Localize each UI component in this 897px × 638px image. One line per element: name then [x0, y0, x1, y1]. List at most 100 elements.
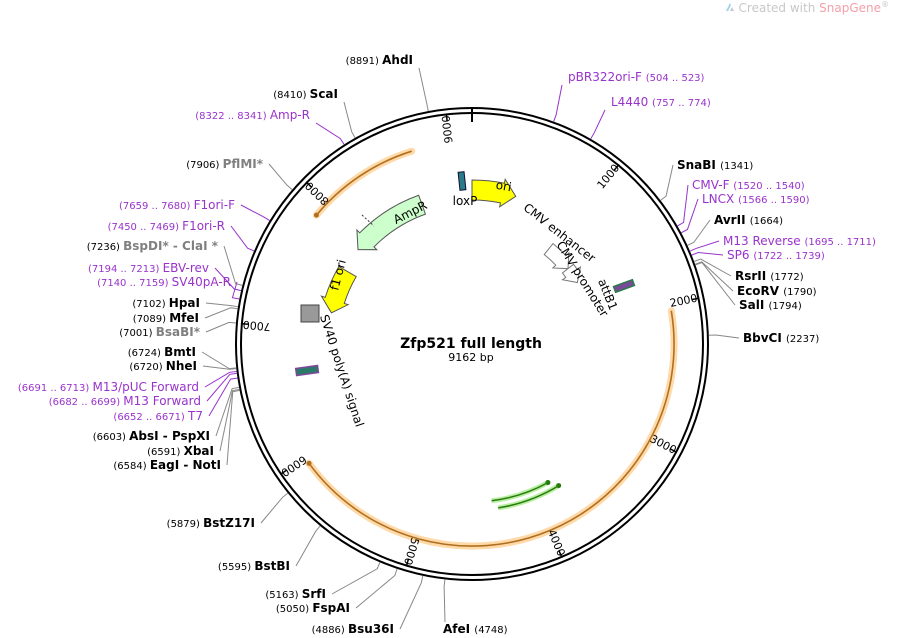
feature-loxP [457, 171, 467, 191]
leader-lines [201, 67, 740, 630]
site-labels: SnaBI (1341)CMV-F (1520 .. 1540)LNCX (15… [18, 53, 876, 636]
feature-f1-ori [320, 265, 357, 314]
leader-line [681, 198, 699, 234]
feature-label-sv40-polya: SV40 poly(A) signal [317, 313, 367, 429]
tick-mark [558, 550, 563, 559]
feature-ori [471, 177, 517, 208]
site-label: (8322 .. 8341) Amp-R [195, 108, 310, 122]
site-label: BbvCI (2237) [743, 331, 819, 345]
feature-green-1 [498, 484, 560, 509]
feature-cmv-enhancer [543, 242, 570, 270]
feature-sv40-polya [300, 304, 320, 323]
tick-label: 3000 [648, 432, 679, 457]
site-label: AvrII (1664) [714, 213, 783, 227]
leader-line [295, 525, 321, 567]
leader-line [230, 225, 255, 252]
orf-line [308, 310, 675, 547]
site-label: (7906) PflMI* [186, 157, 264, 171]
feature-attB1 [612, 278, 636, 294]
leader-line [260, 492, 289, 524]
site-label: (7659 .. 7680) F1ori-F [119, 198, 235, 212]
site-label: (6724) BmtI [128, 345, 196, 359]
site-label: (7001) BsaBI* [119, 325, 200, 339]
tick-mark [691, 297, 700, 301]
tick-label: 2000 [669, 292, 699, 310]
tick-mark [279, 469, 288, 476]
leader-line [677, 184, 689, 227]
feature-green-2 [491, 481, 549, 502]
site-label: (4886) Bsu36I [312, 622, 394, 636]
leader-line [355, 568, 398, 609]
leader-line [215, 386, 240, 437]
leader-line [204, 370, 237, 388]
orf-line [315, 150, 412, 216]
leader-line [687, 219, 711, 246]
leader-line [315, 122, 345, 145]
site-label: (7194 .. 7213) EBV-rev [88, 261, 209, 275]
leader-line [708, 334, 740, 339]
site-label: LNCX (1566 .. 1590) [702, 192, 810, 206]
leader-line [204, 307, 238, 319]
site-label: (6584) EagI - NotI [113, 458, 221, 472]
tick-label: 9000 [440, 115, 456, 144]
leader-line [691, 251, 724, 256]
tick-mark [305, 181, 313, 188]
site-label: AfeI (4748) [443, 622, 508, 636]
tick-label: 4000 [545, 527, 568, 558]
leader-line [331, 562, 381, 595]
leader-line [343, 101, 356, 139]
plasmid-size: 9162 bp [448, 351, 493, 364]
backbone-ring [235, 107, 709, 581]
site-label: (6591) XbaI [147, 444, 214, 458]
leader-line [205, 302, 239, 308]
site-label: (6691 .. 6713) M13/pUC Forward [18, 380, 199, 394]
tick-mark [405, 558, 410, 567]
tick-mark [613, 163, 620, 172]
watermark-mark: ® [881, 0, 889, 9]
site-label: (7236) BspDI* - ClaI * [87, 239, 219, 253]
site-label: (6652 .. 6671) T7 [113, 409, 203, 423]
watermark-brand: SnapGene [819, 1, 881, 15]
site-label: RsrII (1772) [735, 269, 804, 283]
leader-line [418, 67, 429, 112]
leader-line [223, 245, 243, 286]
site-label: (5595) BstBI [218, 559, 290, 573]
feature-label-loxP: loxP [453, 194, 478, 208]
site-label: (8410) ScaI [273, 87, 338, 101]
site-label: (7140 .. 7159) SV40pA-R [97, 275, 231, 289]
leader-line [240, 204, 270, 222]
leader-line [443, 579, 446, 623]
orf-end [313, 212, 319, 218]
site-label: L4440 (757 .. 774) [611, 95, 711, 109]
tick-label: 7000 [242, 318, 271, 333]
feature-ampR [356, 194, 427, 251]
orf-layer [305, 147, 678, 550]
leader-line [208, 377, 238, 417]
plasmid-name: Zfp521 full length [400, 336, 542, 352]
leader-line [226, 389, 240, 466]
watermark-prefix: Created with [738, 1, 820, 15]
leader-line [399, 575, 424, 630]
tick-mark [445, 113, 448, 122]
site-label: (7102) HpaI [132, 296, 200, 310]
watermark: Created with SnapGene® [725, 0, 889, 15]
site-label: (5050) FspAI [276, 601, 350, 615]
leader-line [695, 261, 736, 306]
orf-end [306, 460, 312, 466]
site-label: SnaBI (1341) [677, 158, 753, 172]
leader-line [694, 258, 732, 277]
leader-line [206, 372, 237, 402]
site-label: (7450 .. 7469) F1ori-R [108, 219, 225, 233]
feature-green-2-head [545, 480, 551, 486]
site-label: (6720) NheI [129, 359, 197, 373]
site-label: pBR322ori-F (504 .. 523) [568, 70, 705, 84]
leader-line [231, 281, 240, 300]
leader-line [689, 240, 720, 252]
tick-mark [240, 322, 249, 326]
leader-line [268, 163, 293, 190]
leader-line [695, 261, 734, 292]
site-label: EcoRV (1790) [737, 284, 817, 298]
site-label: (6603) AbsI - PspXI [93, 429, 210, 443]
site-label: (8891) AhdI [346, 53, 413, 67]
